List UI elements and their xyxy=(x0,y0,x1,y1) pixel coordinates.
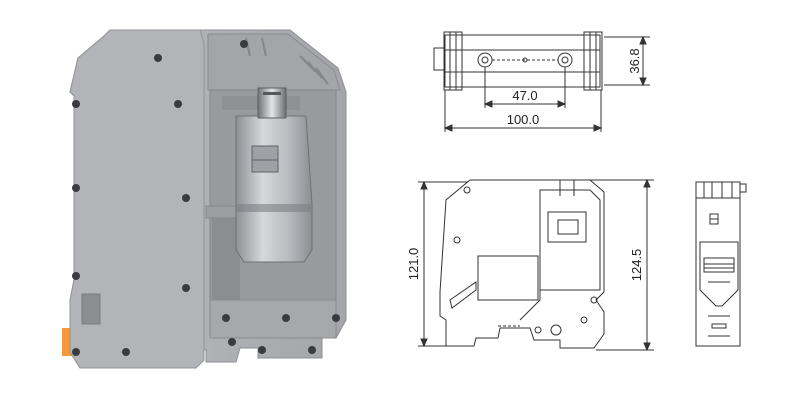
dim-label-100-0: 100.0 xyxy=(507,112,540,127)
clamp-window xyxy=(251,145,279,173)
dim-label-47-0: 47.0 xyxy=(512,88,537,103)
housing-side-face xyxy=(69,29,205,369)
cavity-floor xyxy=(212,206,240,300)
clamp-screw xyxy=(257,87,287,119)
dim-side-left-height xyxy=(418,180,468,348)
clamp-shadow xyxy=(236,204,312,212)
dim-label-121-0: 121.0 xyxy=(406,248,421,281)
mounting-holes xyxy=(72,40,340,356)
dim-side-right-height xyxy=(590,178,654,352)
dim-label-36-8: 36.8 xyxy=(627,48,642,73)
screw-slot xyxy=(263,92,281,95)
front-view-outline xyxy=(695,181,747,347)
top-ribs xyxy=(207,33,341,91)
dim-hole-spacing xyxy=(483,67,567,108)
dim-label-124-5: 124.5 xyxy=(629,249,644,282)
terminal-block-photo xyxy=(62,29,347,369)
dim-top-height xyxy=(604,35,650,87)
side-view-outline xyxy=(439,179,605,349)
lower-wall xyxy=(209,299,337,339)
dim-overall-width xyxy=(443,90,603,132)
side-cutout xyxy=(81,293,101,325)
rib-lines xyxy=(245,37,329,85)
top-view-outline xyxy=(433,31,603,91)
